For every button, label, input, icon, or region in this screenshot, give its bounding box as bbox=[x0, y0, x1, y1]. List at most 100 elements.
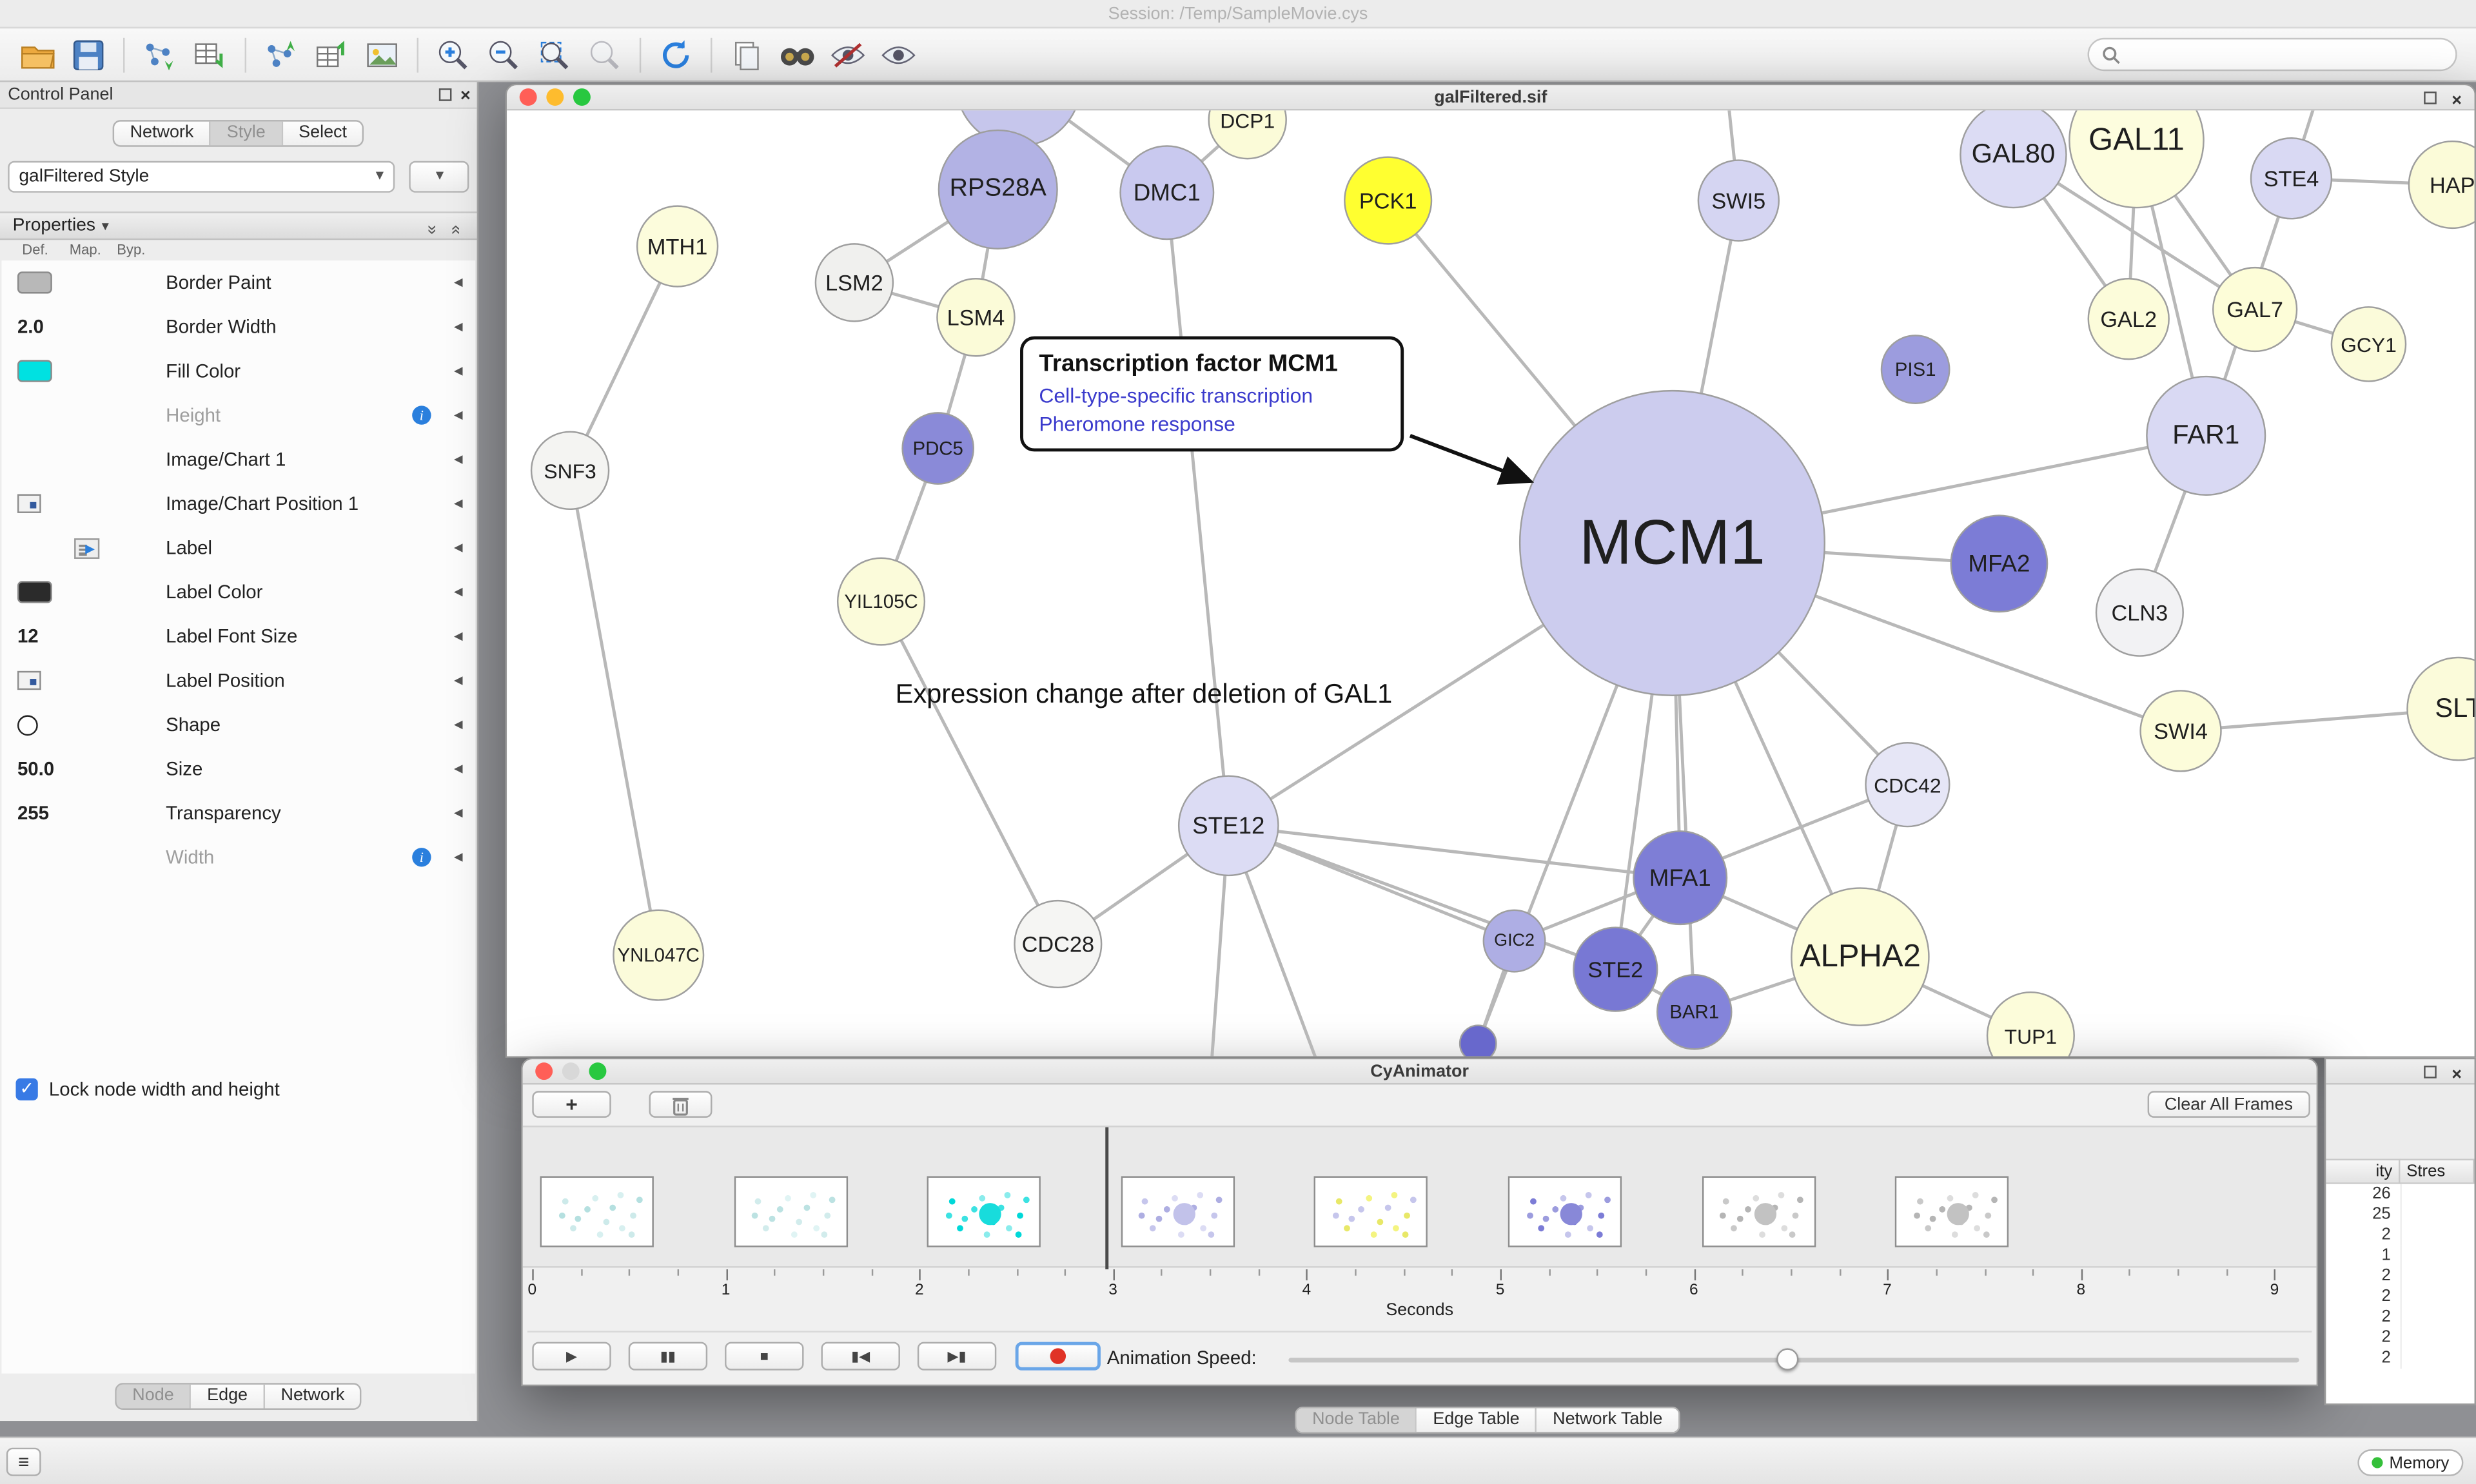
import-network-button[interactable] bbox=[134, 32, 184, 77]
search-input[interactable] bbox=[2128, 44, 2443, 64]
default-value-swatch[interactable] bbox=[17, 360, 52, 382]
record-button[interactable] bbox=[1015, 1342, 1101, 1371]
export-image-button[interactable] bbox=[357, 32, 407, 77]
zoom-fit-button[interactable] bbox=[529, 32, 579, 77]
frame-thumbnail[interactable] bbox=[1314, 1176, 1428, 1247]
network-node[interactable]: MCM1 bbox=[1518, 389, 1826, 697]
tab-select[interactable]: Select bbox=[281, 121, 362, 146]
network-node[interactable]: YIL105C bbox=[836, 557, 926, 646]
pause-button[interactable]: ▮▮ bbox=[628, 1342, 708, 1371]
previous-frame-button[interactable]: ▮◀ bbox=[821, 1342, 900, 1371]
default-value[interactable]: 12 bbox=[17, 625, 39, 648]
network-node[interactable]: PDC5 bbox=[901, 412, 975, 485]
network-node[interactable]: LSM2 bbox=[814, 243, 894, 322]
property-row[interactable]: Label Position◂ bbox=[1, 658, 475, 703]
stop-button[interactable]: ■ bbox=[725, 1342, 804, 1371]
hide-selected-button[interactable] bbox=[823, 32, 873, 77]
row-expander-icon[interactable]: ◂ bbox=[454, 317, 463, 337]
show-all-button[interactable] bbox=[873, 32, 923, 77]
open-session-button[interactable] bbox=[13, 32, 63, 77]
float-window-icon[interactable] bbox=[2424, 92, 2437, 104]
collapse-all-icon[interactable]: » bbox=[422, 224, 442, 235]
default-value[interactable]: 255 bbox=[17, 802, 49, 825]
frame-thumbnail[interactable] bbox=[733, 1176, 848, 1247]
save-session-button[interactable] bbox=[63, 32, 113, 77]
row-expander-icon[interactable]: ◂ bbox=[454, 848, 463, 867]
network-node[interactable]: ALPHA2 bbox=[1791, 887, 1930, 1026]
default-value-swatch[interactable] bbox=[17, 271, 52, 294]
table-row[interactable]: 2 bbox=[2326, 1286, 2474, 1307]
network-node[interactable]: DMC1 bbox=[1119, 145, 1215, 240]
table-row[interactable]: 2 bbox=[2326, 1266, 2474, 1287]
tab-node[interactable]: Node bbox=[116, 1384, 190, 1409]
network-node[interactable]: GCY1 bbox=[2330, 306, 2407, 382]
export-table-button[interactable] bbox=[306, 32, 357, 77]
annotation-link-1[interactable]: Cell-type-specific transcription bbox=[1039, 384, 1313, 407]
default-value-swatch[interactable] bbox=[17, 581, 52, 603]
table-row[interactable]: 2 bbox=[2326, 1348, 2474, 1369]
row-expander-icon[interactable]: ◂ bbox=[454, 670, 463, 690]
table-row[interactable]: 2 bbox=[2326, 1225, 2474, 1246]
timeline-track[interactable] bbox=[522, 1126, 2317, 1269]
close-traffic-light[interactable] bbox=[535, 1062, 553, 1080]
row-expander-icon[interactable]: ◂ bbox=[454, 582, 463, 602]
row-expander-icon[interactable]: ◂ bbox=[454, 803, 463, 823]
cyanimator-titlebar[interactable]: CyAnimator bbox=[522, 1059, 2317, 1085]
network-canvas[interactable]: Expression change after deletion of GAL1… bbox=[507, 110, 2475, 1057]
row-expander-icon[interactable]: ◂ bbox=[454, 494, 463, 513]
property-row[interactable]: Label Color◂ bbox=[1, 570, 475, 614]
timeline-playhead[interactable] bbox=[1105, 1127, 1108, 1269]
frame-thumbnail[interactable] bbox=[1121, 1176, 1235, 1247]
float-panel-icon[interactable] bbox=[2424, 1066, 2437, 1079]
network-node[interactable]: STE2 bbox=[1573, 926, 1658, 1012]
tab-style[interactable]: Style bbox=[209, 121, 282, 146]
play-button[interactable]: ▶ bbox=[532, 1342, 611, 1371]
network-node[interactable]: YNL047C bbox=[613, 909, 705, 1001]
search-box[interactable] bbox=[2087, 37, 2457, 72]
properties-header[interactable]: Properties▾ » » bbox=[0, 211, 477, 240]
network-node[interactable]: FAR1 bbox=[2146, 375, 2266, 496]
zoom-traffic-light[interactable] bbox=[589, 1062, 607, 1080]
row-expander-icon[interactable]: ◂ bbox=[454, 627, 463, 646]
network-node[interactable]: GAL2 bbox=[2087, 278, 2170, 360]
frame-thumbnail[interactable] bbox=[1702, 1176, 1816, 1247]
network-node[interactable]: SWI5 bbox=[1697, 159, 1780, 242]
table-row[interactable]: 2 bbox=[2326, 1307, 2474, 1328]
network-node[interactable]: SNF3 bbox=[530, 431, 610, 511]
zoom-out-button[interactable] bbox=[478, 32, 529, 77]
animation-speed-slider-thumb[interactable] bbox=[1776, 1348, 1799, 1371]
frame-thumbnail[interactable] bbox=[540, 1176, 654, 1247]
style-options-button[interactable]: ▾ bbox=[409, 161, 469, 193]
network-node[interactable]: CDC42 bbox=[1865, 742, 1950, 828]
frame-thumbnail[interactable] bbox=[1895, 1176, 2009, 1247]
zoom-selected-button[interactable] bbox=[580, 32, 630, 77]
network-node[interactable]: STE12 bbox=[1177, 775, 1279, 877]
tab-node-table[interactable]: Node Table bbox=[1296, 1408, 1416, 1432]
annotation-link-2[interactable]: Pheromone response bbox=[1039, 411, 1235, 435]
zoom-in-button[interactable] bbox=[428, 32, 478, 77]
network-node[interactable]: GIC2 bbox=[1482, 909, 1546, 973]
network-node[interactable]: STE4 bbox=[2250, 137, 2333, 220]
tab-network-style[interactable]: Network bbox=[263, 1384, 360, 1409]
property-row[interactable]: Border Paint◂ bbox=[1, 260, 475, 305]
position-icon[interactable] bbox=[17, 494, 41, 513]
memory-button[interactable]: Memory bbox=[2357, 1449, 2464, 1476]
network-node[interactable]: GAL7 bbox=[2212, 266, 2298, 353]
network-node[interactable]: GAL80 bbox=[1960, 110, 2067, 209]
clear-all-frames-button[interactable]: Clear All Frames bbox=[2147, 1091, 2310, 1118]
row-expander-icon[interactable]: ◂ bbox=[454, 361, 463, 381]
network-window-titlebar[interactable]: galFiltered.sif × bbox=[507, 85, 2475, 111]
network-node[interactable]: MFA1 bbox=[1633, 830, 1728, 926]
close-traffic-light[interactable] bbox=[519, 88, 537, 106]
frame-thumbnail[interactable] bbox=[1508, 1176, 1622, 1247]
apply-style-button[interactable] bbox=[651, 32, 701, 77]
tab-network-table[interactable]: Network Table bbox=[1535, 1408, 1678, 1432]
property-row[interactable]: Shape◂ bbox=[1, 703, 475, 747]
row-expander-icon[interactable]: ◂ bbox=[454, 538, 463, 558]
close-panel-icon[interactable]: × bbox=[2451, 1066, 2462, 1085]
mapping-icon[interactable] bbox=[74, 537, 100, 558]
network-node[interactable] bbox=[1459, 1024, 1497, 1057]
column-header-stress[interactable]: Stres bbox=[2400, 1158, 2475, 1184]
